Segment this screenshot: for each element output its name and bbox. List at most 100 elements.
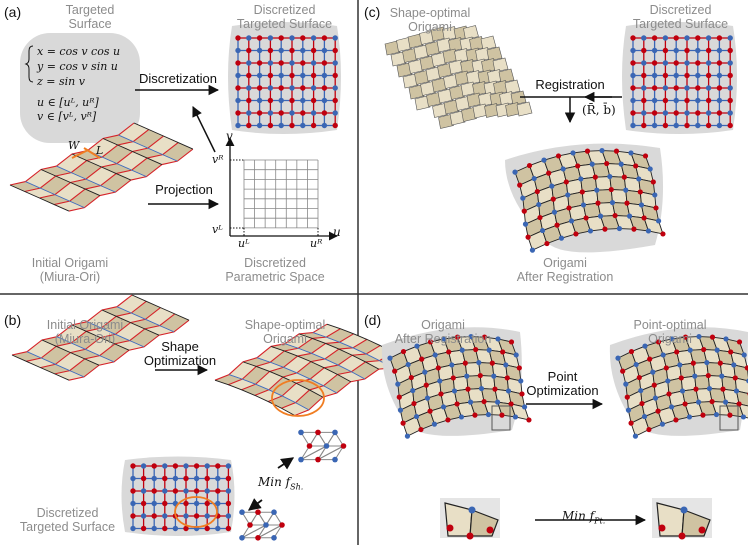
registered-node bbox=[651, 382, 657, 388]
mesh-node bbox=[239, 535, 245, 541]
origami-tile bbox=[498, 68, 515, 84]
registered-node bbox=[440, 404, 447, 410]
registered-node bbox=[508, 401, 514, 407]
registered-node bbox=[705, 372, 711, 379]
point-optimal-line1: Point-optimal bbox=[633, 318, 707, 332]
grid-node bbox=[727, 35, 733, 41]
inset-node bbox=[678, 532, 686, 540]
grid-node bbox=[321, 60, 328, 66]
registered-node bbox=[720, 386, 726, 392]
registered-node bbox=[686, 414, 693, 420]
registered-node bbox=[472, 412, 478, 418]
grid-node bbox=[684, 122, 690, 129]
grid-node bbox=[193, 475, 200, 482]
panel-tag-b: (b) bbox=[4, 312, 22, 328]
grid-node bbox=[225, 463, 232, 469]
grid-node bbox=[300, 122, 306, 129]
origami-tile bbox=[449, 85, 465, 100]
grid-node bbox=[278, 35, 284, 41]
min-arrow-up bbox=[277, 457, 295, 470]
registered-node bbox=[625, 407, 632, 413]
grid-node bbox=[267, 85, 274, 91]
registered-node bbox=[638, 202, 645, 208]
discretized-surface-c-line1: Discretized bbox=[649, 3, 712, 17]
origami-tile bbox=[449, 110, 466, 126]
grid-node bbox=[673, 72, 679, 79]
parametric-space-label: Discretized Parametric Space bbox=[210, 256, 340, 284]
grid-node bbox=[289, 47, 295, 54]
registered-node bbox=[744, 365, 748, 371]
mesh-node bbox=[239, 509, 245, 515]
grid-node bbox=[140, 463, 147, 469]
registered-node bbox=[674, 349, 680, 355]
min-f-sh-sub: Sh. bbox=[290, 482, 304, 492]
registered-node bbox=[700, 412, 706, 418]
registered-node bbox=[612, 212, 618, 219]
grid-node bbox=[662, 97, 669, 104]
registered-node bbox=[481, 398, 487, 405]
grid-node bbox=[716, 47, 723, 54]
initial-origami-b-line2: (Miura-Ori) bbox=[54, 332, 116, 346]
grid-node bbox=[641, 122, 647, 129]
origami-tile bbox=[516, 101, 533, 117]
grid-node bbox=[246, 97, 252, 104]
registered-node bbox=[554, 222, 560, 228]
grid-node bbox=[684, 97, 690, 104]
inset-node bbox=[446, 524, 454, 532]
registered-node bbox=[541, 157, 547, 163]
registered-node bbox=[503, 362, 509, 368]
grid-node bbox=[651, 72, 658, 79]
grid-node bbox=[130, 513, 136, 519]
grid-node bbox=[289, 85, 295, 91]
grid-node bbox=[716, 60, 723, 66]
registered-node bbox=[704, 359, 710, 366]
initial-origami-a-line1: Initial Origami bbox=[31, 256, 109, 270]
min-arrow-down bbox=[248, 498, 263, 511]
registered-node bbox=[568, 218, 575, 224]
grid-node bbox=[332, 60, 338, 66]
grid-node bbox=[130, 463, 136, 469]
grid-node bbox=[651, 110, 658, 116]
grid-node bbox=[716, 72, 723, 79]
grid-node bbox=[151, 463, 157, 469]
registered-node bbox=[613, 148, 620, 154]
registered-node bbox=[616, 225, 623, 232]
registered-node bbox=[733, 388, 740, 394]
registered-node bbox=[621, 174, 627, 180]
grid-node bbox=[278, 72, 284, 79]
origami-tile bbox=[419, 30, 435, 45]
registered-node bbox=[636, 176, 642, 182]
dim-L: L bbox=[96, 144, 104, 157]
grid-node bbox=[246, 60, 252, 66]
grid-node bbox=[705, 60, 712, 66]
valley-crease bbox=[101, 309, 160, 336]
registered-node bbox=[526, 417, 532, 423]
min-f-pt-main: Min f bbox=[562, 509, 595, 523]
grid-node bbox=[332, 35, 338, 41]
grid-node bbox=[183, 488, 189, 494]
shape-optimal-c-line1: Shape-optimal bbox=[389, 6, 471, 20]
grid-node bbox=[267, 60, 274, 66]
registered-node bbox=[623, 381, 629, 387]
origami-tile bbox=[431, 77, 448, 93]
grid-node bbox=[695, 60, 701, 66]
valley-crease bbox=[11, 354, 70, 381]
registered-node bbox=[566, 205, 572, 211]
valley-crease bbox=[25, 181, 85, 209]
registered-node bbox=[481, 334, 488, 340]
grid-node bbox=[321, 97, 328, 104]
grid-node bbox=[695, 85, 701, 91]
origami-tile bbox=[414, 95, 431, 111]
grid-node bbox=[172, 475, 179, 482]
registered-node bbox=[565, 192, 571, 198]
registered-node bbox=[642, 153, 649, 159]
registered-node bbox=[427, 339, 434, 345]
grid-node bbox=[662, 47, 669, 54]
registered-node bbox=[655, 339, 662, 345]
tick-vL: vᴸ bbox=[212, 223, 223, 236]
registered-node bbox=[473, 346, 479, 353]
origami-tile bbox=[492, 57, 509, 73]
registered-node bbox=[728, 349, 734, 355]
mesh-node bbox=[298, 456, 304, 463]
origami-tile bbox=[384, 40, 401, 56]
